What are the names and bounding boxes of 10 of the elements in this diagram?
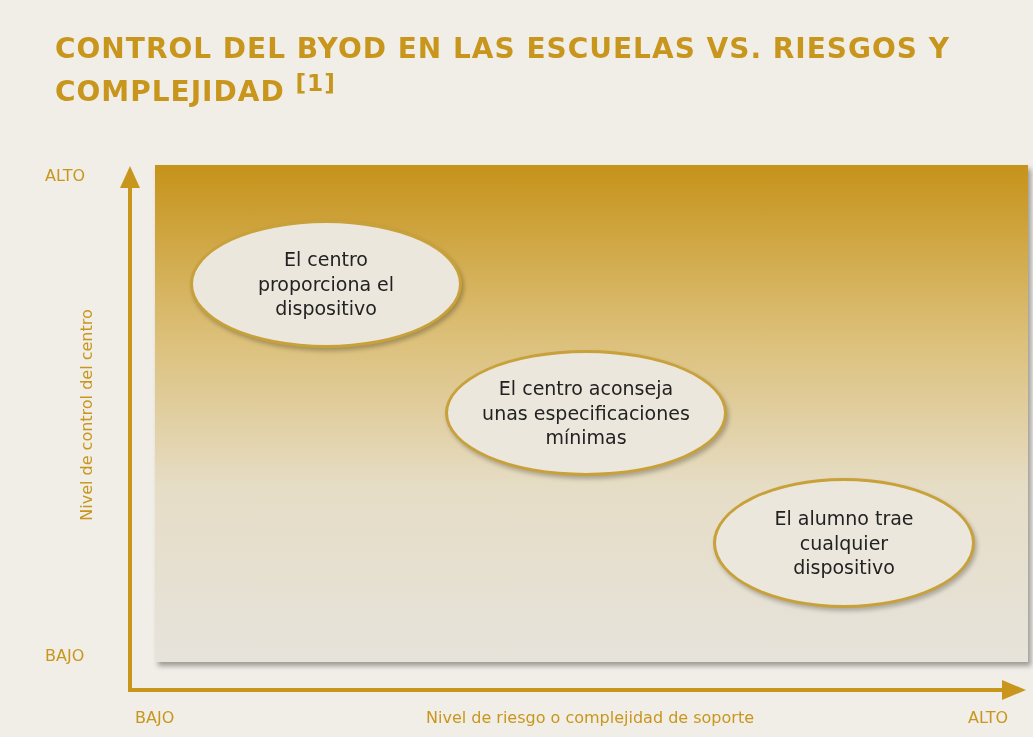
- axis-min-label: BAJO: [135, 708, 175, 727]
- axis-min-label: BAJO: [45, 646, 85, 665]
- axis-title: Nivel de control del centro: [76, 309, 96, 521]
- title: CONTROL DEL BYOD EN LAS ESCUELAS VS. RIESGOS Y COMPLEJIDAD $^{[1]}$: [55, 31, 951, 111]
- axis-max-label: ALTO: [45, 166, 86, 185]
- axis-title: Nivel de riesgo o complejidad de soporte: [426, 707, 754, 727]
- node-text: El centro proporciona el dispositivo: [256, 246, 396, 322]
- axis-max-label: ALTO: [968, 708, 1009, 727]
- node-text: El centro aconseja unas especificaciones mínimas: [481, 375, 691, 451]
- node-text: El alumno trae cualquier dispositivo: [773, 505, 915, 581]
